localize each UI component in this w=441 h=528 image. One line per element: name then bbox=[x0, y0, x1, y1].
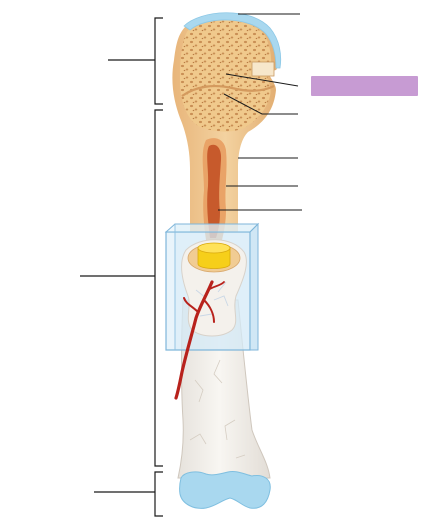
section-box-side bbox=[249, 222, 259, 351]
bracket-diaphysis bbox=[80, 109, 163, 467]
artery-branch-2 bbox=[203, 299, 215, 323]
notch bbox=[251, 61, 275, 77]
section-box-top bbox=[164, 223, 260, 233]
distal-articular-cartilage bbox=[179, 471, 271, 509]
yellow-marrow bbox=[207, 144, 222, 238]
bracket-distal-epiphysis bbox=[94, 471, 163, 517]
marrow-cylinder-top bbox=[197, 242, 231, 254]
nutrient-artery bbox=[174, 280, 214, 400]
epiphyseal-line bbox=[181, 85, 275, 97]
artery-branch-3 bbox=[207, 281, 225, 291]
proximal-articular-cartilage bbox=[183, 12, 282, 69]
shaft-cracks bbox=[189, 359, 246, 459]
spongy-bone bbox=[180, 20, 272, 132]
leader-spongy-bone bbox=[225, 73, 299, 87]
artery-branch-1 bbox=[183, 297, 199, 313]
bracket-proximal-epiphysis bbox=[108, 17, 163, 105]
answer-label-box[interactable] bbox=[311, 76, 418, 96]
leader-epiphyseal-line bbox=[223, 93, 298, 115]
